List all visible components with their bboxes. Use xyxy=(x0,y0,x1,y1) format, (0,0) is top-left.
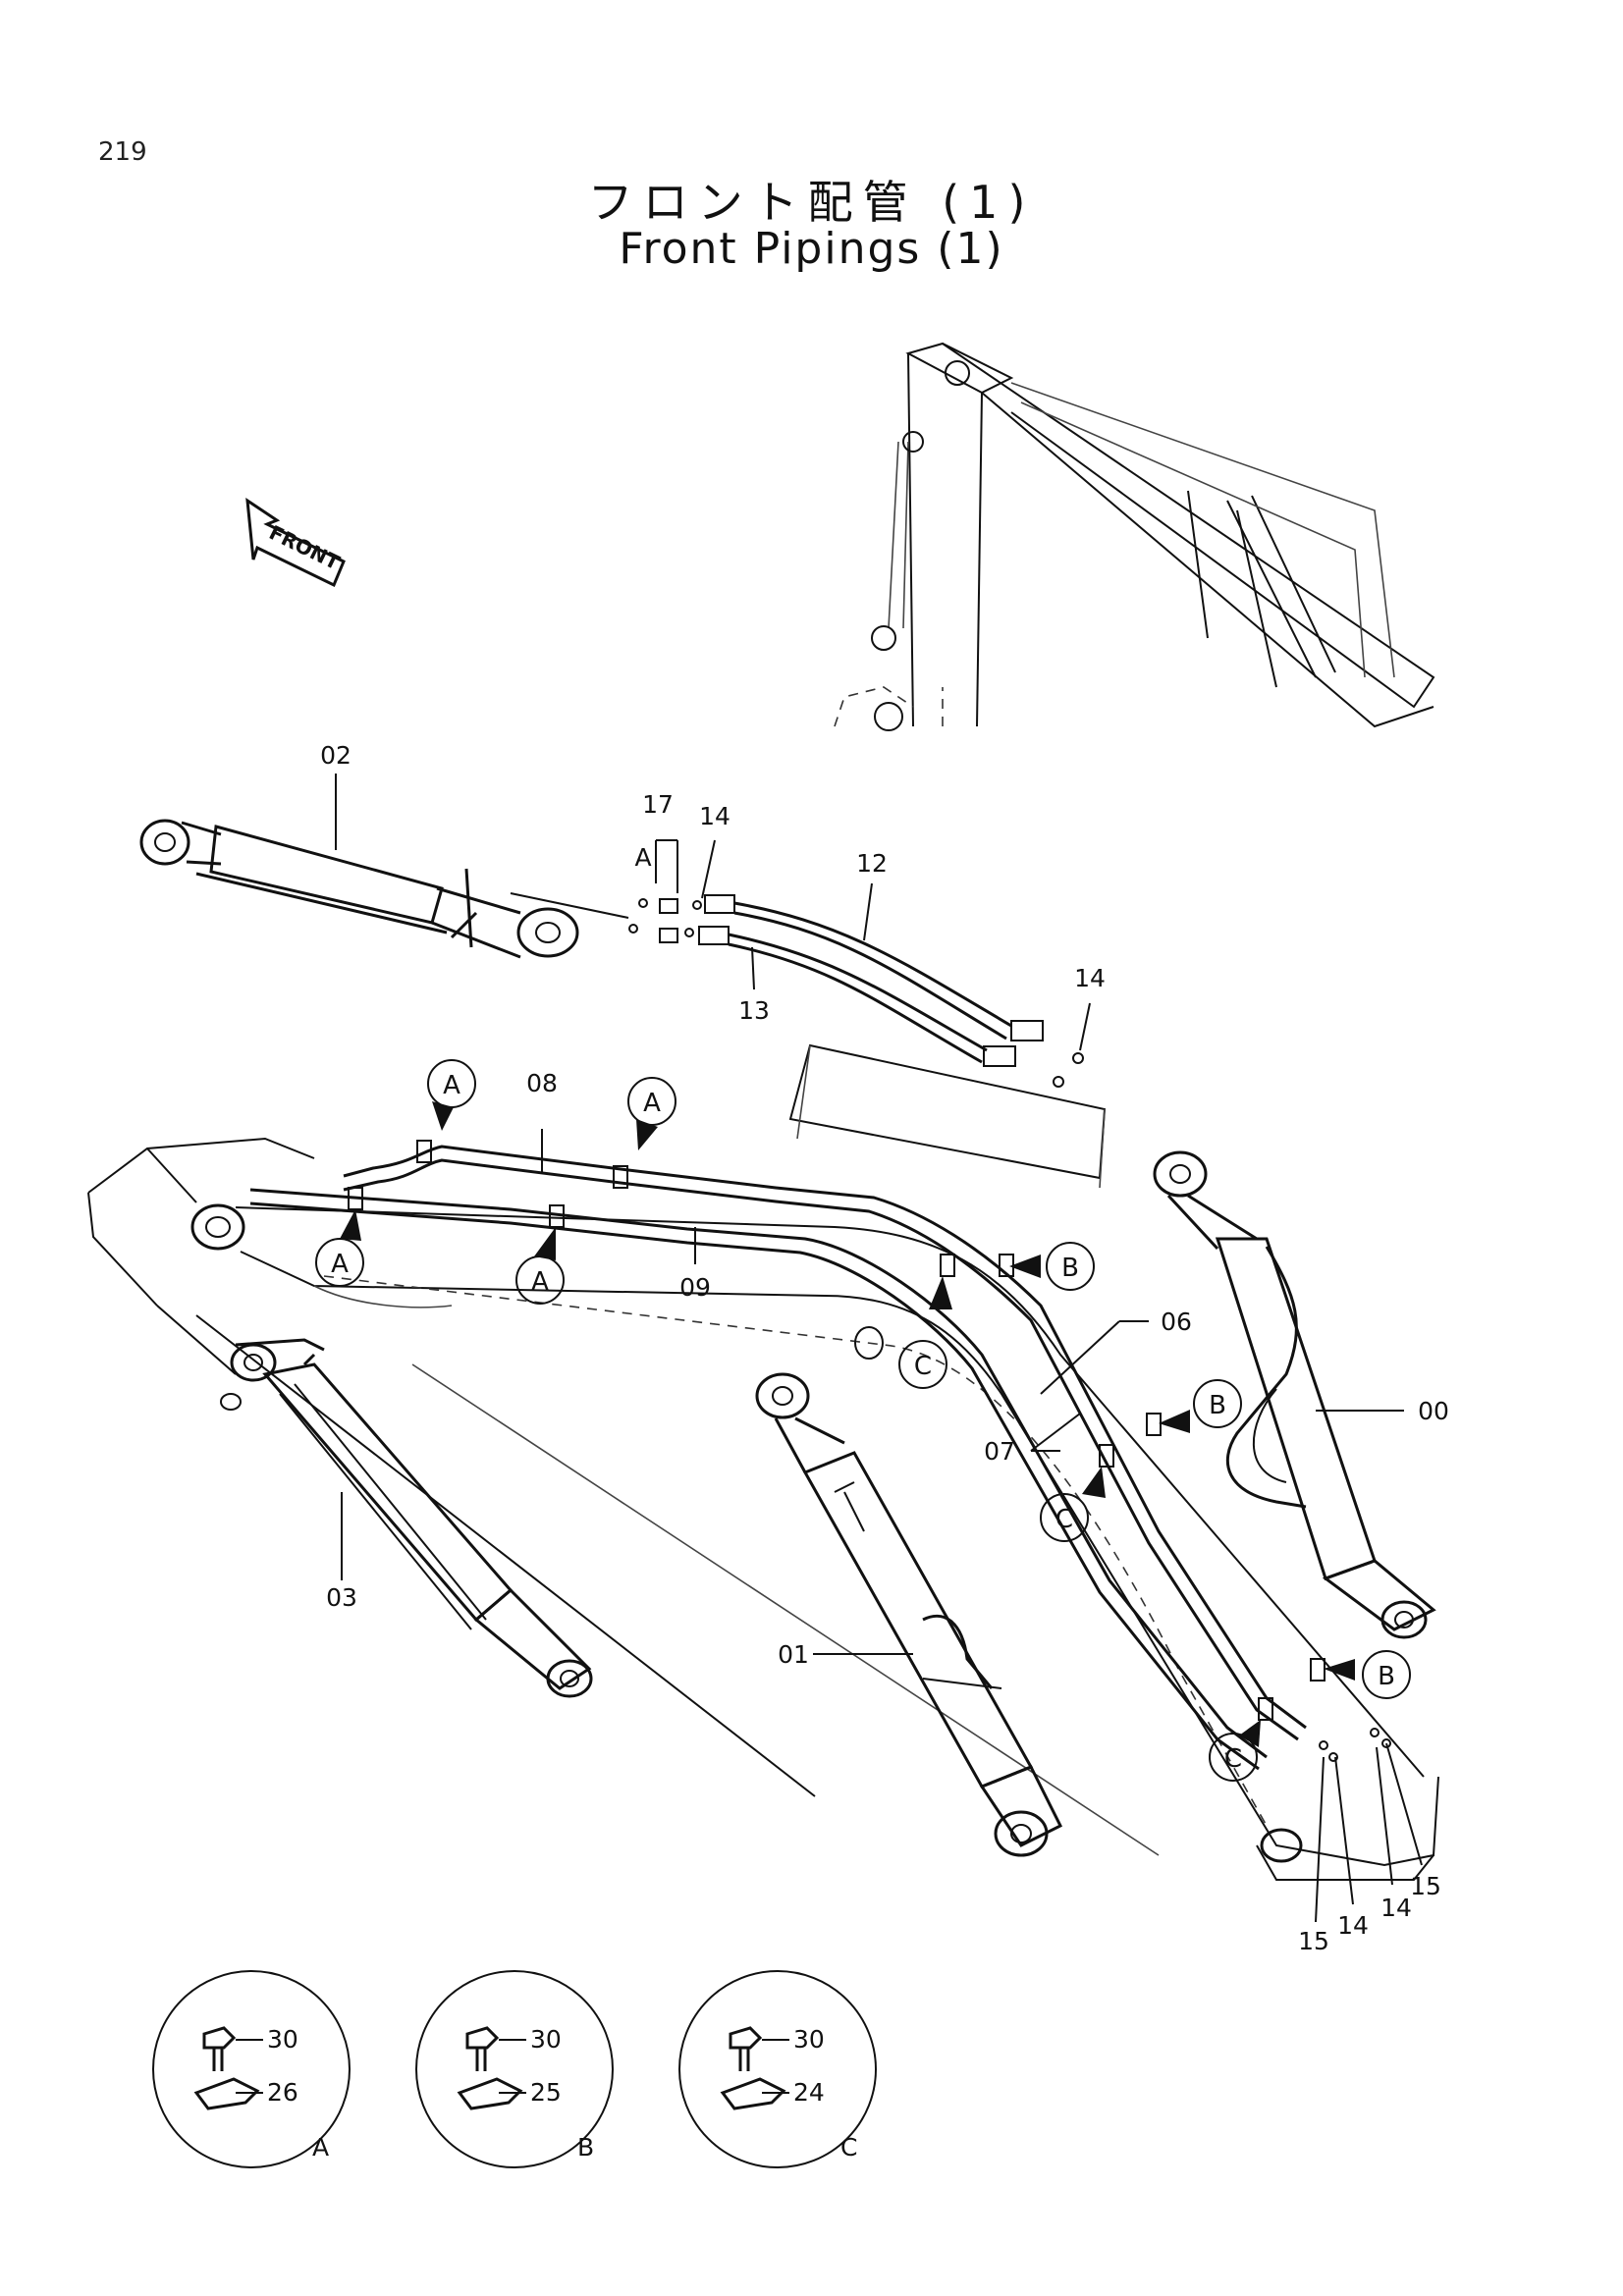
svg-text:C: C xyxy=(1224,1744,1242,1774)
clamp-callout: B xyxy=(1324,1650,1411,1699)
fittings-group xyxy=(628,898,702,943)
pipe-13 xyxy=(698,926,1016,1067)
front-arrow-icon: FRONT xyxy=(245,497,346,588)
part-label: 17 xyxy=(642,790,674,819)
detail-view-a: 30 26 A xyxy=(152,1970,351,2168)
part-label: A xyxy=(634,843,651,872)
o-ring-14 xyxy=(1072,1052,1084,1064)
detail-c-clamp-label: 24 xyxy=(793,2078,825,2107)
detail-a-letter: A xyxy=(312,2133,329,2162)
part-label: 09 xyxy=(679,1273,711,1302)
detail-c-bolt-label: 30 xyxy=(793,2025,825,2054)
clamp-callout: C xyxy=(898,1276,952,1389)
page-title-japanese: フロント配管 (1) xyxy=(587,176,1036,229)
part-label: 15 xyxy=(1298,1927,1329,1955)
part-02-cylinder xyxy=(139,819,629,959)
svg-text:A: A xyxy=(443,1071,460,1100)
page-number: 219 xyxy=(98,137,147,167)
part-03-cylinder xyxy=(220,1338,593,1698)
svg-text:B: B xyxy=(1378,1662,1395,1691)
clamp-callout: A xyxy=(315,1209,364,1287)
part-label: 00 xyxy=(1418,1397,1449,1425)
clamp-callout: B xyxy=(1159,1379,1242,1433)
clamp-callout: B xyxy=(1009,1242,1095,1291)
part-label: 14 xyxy=(1074,964,1106,992)
part-label: 06 xyxy=(1161,1308,1192,1336)
part-01-cylinder xyxy=(755,1326,1063,1857)
detail-b-letter: B xyxy=(577,2133,594,2162)
page-title-english: Front Pipings (1) xyxy=(619,224,1004,274)
part-label: 03 xyxy=(326,1583,357,1612)
detail-b-bolt-label: 30 xyxy=(530,2025,562,2054)
part-label: 13 xyxy=(738,996,770,1025)
clamp-callout: C xyxy=(1040,1467,1106,1542)
clamp-callout: C xyxy=(1209,1720,1261,1782)
part-label: 14 xyxy=(699,802,730,830)
part-label: 14 xyxy=(1380,1894,1412,1922)
svg-text:A: A xyxy=(531,1267,549,1297)
machine-overview-sketch xyxy=(834,342,1435,731)
detail-a-bolt-label: 30 xyxy=(267,2025,298,2054)
clamp-callout: A xyxy=(627,1077,676,1150)
svg-text:B: B xyxy=(1061,1254,1079,1283)
svg-text:B: B xyxy=(1209,1391,1226,1420)
pipe-09 xyxy=(249,1188,1268,1771)
detail-c-letter: C xyxy=(840,2133,857,2162)
part-label: 15 xyxy=(1410,1872,1441,1900)
detail-b-clamp-label: 25 xyxy=(530,2078,562,2107)
detail-view-c: 30 24 C xyxy=(678,1970,877,2168)
svg-text:C: C xyxy=(1055,1505,1073,1534)
part-label: 01 xyxy=(778,1640,809,1669)
clamp-callout: A xyxy=(515,1227,565,1305)
svg-text:A: A xyxy=(643,1089,661,1118)
detail-a-clamp-label: 26 xyxy=(267,2078,298,2107)
clamp-callout: A xyxy=(427,1059,476,1131)
detail-view-b: 30 25 B xyxy=(415,1970,614,2168)
reference-bracket xyxy=(788,1043,1107,1180)
o-ring-14 xyxy=(1053,1076,1064,1088)
part-label: 02 xyxy=(320,741,352,770)
part-label: 14 xyxy=(1337,1911,1369,1940)
svg-text:A: A xyxy=(331,1250,349,1279)
svg-text:C: C xyxy=(914,1352,932,1381)
part-label: 07 xyxy=(984,1437,1015,1466)
part-label: 08 xyxy=(526,1069,558,1097)
leader-lines xyxy=(335,774,1423,1923)
part-00-cylinder xyxy=(1153,1150,1436,1639)
pipe-12 xyxy=(704,894,1044,1041)
part-label: 12 xyxy=(856,849,888,878)
pipe-08 xyxy=(343,1145,1307,1741)
